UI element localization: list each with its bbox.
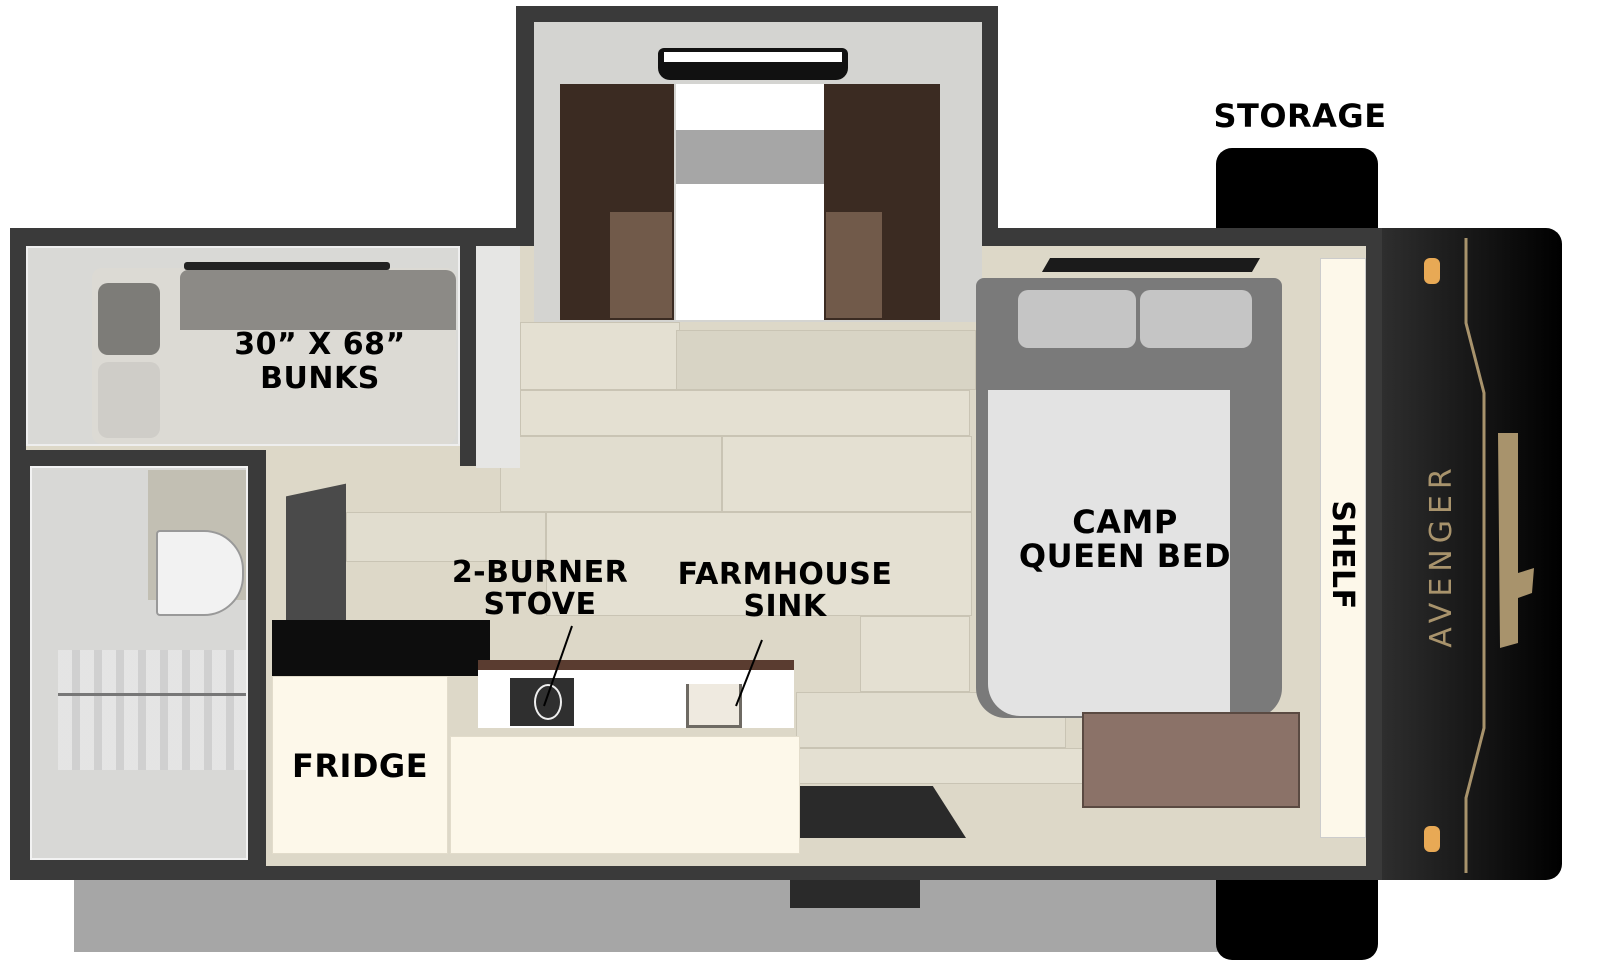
stove-burner-icon bbox=[534, 684, 562, 720]
shower-rod bbox=[58, 693, 246, 696]
shower-curtain bbox=[58, 650, 246, 770]
shelf-label: SHELF bbox=[1325, 500, 1360, 610]
bed-mattress bbox=[988, 390, 1230, 716]
brand-logo: AVENGER bbox=[1424, 462, 1459, 648]
bed-pillow bbox=[1018, 290, 1136, 348]
marker-light-icon bbox=[1424, 258, 1440, 284]
bunks-label-name: BUNKS bbox=[260, 361, 380, 396]
exterior-shadow bbox=[74, 880, 1224, 952]
marker-light-icon bbox=[1424, 826, 1440, 852]
sink-icon bbox=[686, 684, 742, 728]
shelf bbox=[1320, 258, 1366, 838]
entry-step bbox=[800, 786, 966, 838]
bed-label: CAMP QUEEN BED bbox=[1000, 506, 1250, 572]
bedroom-window bbox=[1041, 258, 1261, 272]
bunk-pillow bbox=[98, 283, 160, 355]
fridge-top bbox=[272, 620, 490, 676]
sink-label: FARMHOUSE SINK bbox=[660, 560, 910, 622]
bunk-room-divider bbox=[460, 246, 476, 466]
bed-label-line2: QUEEN BED bbox=[1018, 537, 1232, 575]
partition-wall bbox=[476, 246, 520, 468]
dinette-table-shadow bbox=[676, 130, 824, 184]
fridge bbox=[272, 676, 448, 854]
floor-plank bbox=[676, 330, 976, 390]
bed-label-line1: CAMP bbox=[1072, 503, 1178, 541]
dinette-cushion-right bbox=[826, 212, 882, 318]
floor-plank bbox=[500, 436, 722, 512]
storage-label: STORAGE bbox=[1213, 97, 1387, 135]
floor-plank bbox=[722, 436, 972, 512]
stove-label: 2-BURNER STOVE bbox=[430, 558, 650, 620]
kitchen-cabinet bbox=[450, 736, 800, 854]
bed-pillow bbox=[1140, 290, 1252, 348]
bunk-pillow bbox=[98, 362, 160, 438]
floor-plank bbox=[346, 512, 546, 562]
floor-plank bbox=[796, 748, 1086, 784]
fridge-label: FRIDGE bbox=[291, 747, 429, 785]
bunk-mattress-upper bbox=[180, 270, 456, 330]
dinette-cushion-left bbox=[610, 212, 672, 318]
bunk-window bbox=[184, 262, 390, 270]
front-cap-accent-line bbox=[1464, 238, 1534, 873]
dinette-table bbox=[676, 84, 824, 320]
nightstand bbox=[1082, 712, 1300, 808]
slideout-window-glass bbox=[664, 52, 842, 62]
toilet-icon bbox=[156, 530, 244, 616]
bunks-label-size: 30” X 68” bbox=[234, 327, 406, 362]
bunks-label: 30” X 68” BUNKS bbox=[200, 330, 440, 394]
sink-label-line1: FARMHOUSE bbox=[677, 557, 893, 592]
floor-plank bbox=[546, 512, 972, 616]
stove-label-line1: 2-BURNER bbox=[451, 555, 629, 590]
sink-label-line2: SINK bbox=[743, 589, 827, 624]
fender-bottom bbox=[1216, 872, 1378, 960]
floor-plank bbox=[520, 390, 970, 436]
stove-label-line2: STOVE bbox=[483, 587, 597, 622]
floor-plank bbox=[860, 616, 970, 692]
entry-step-lower bbox=[790, 880, 920, 908]
